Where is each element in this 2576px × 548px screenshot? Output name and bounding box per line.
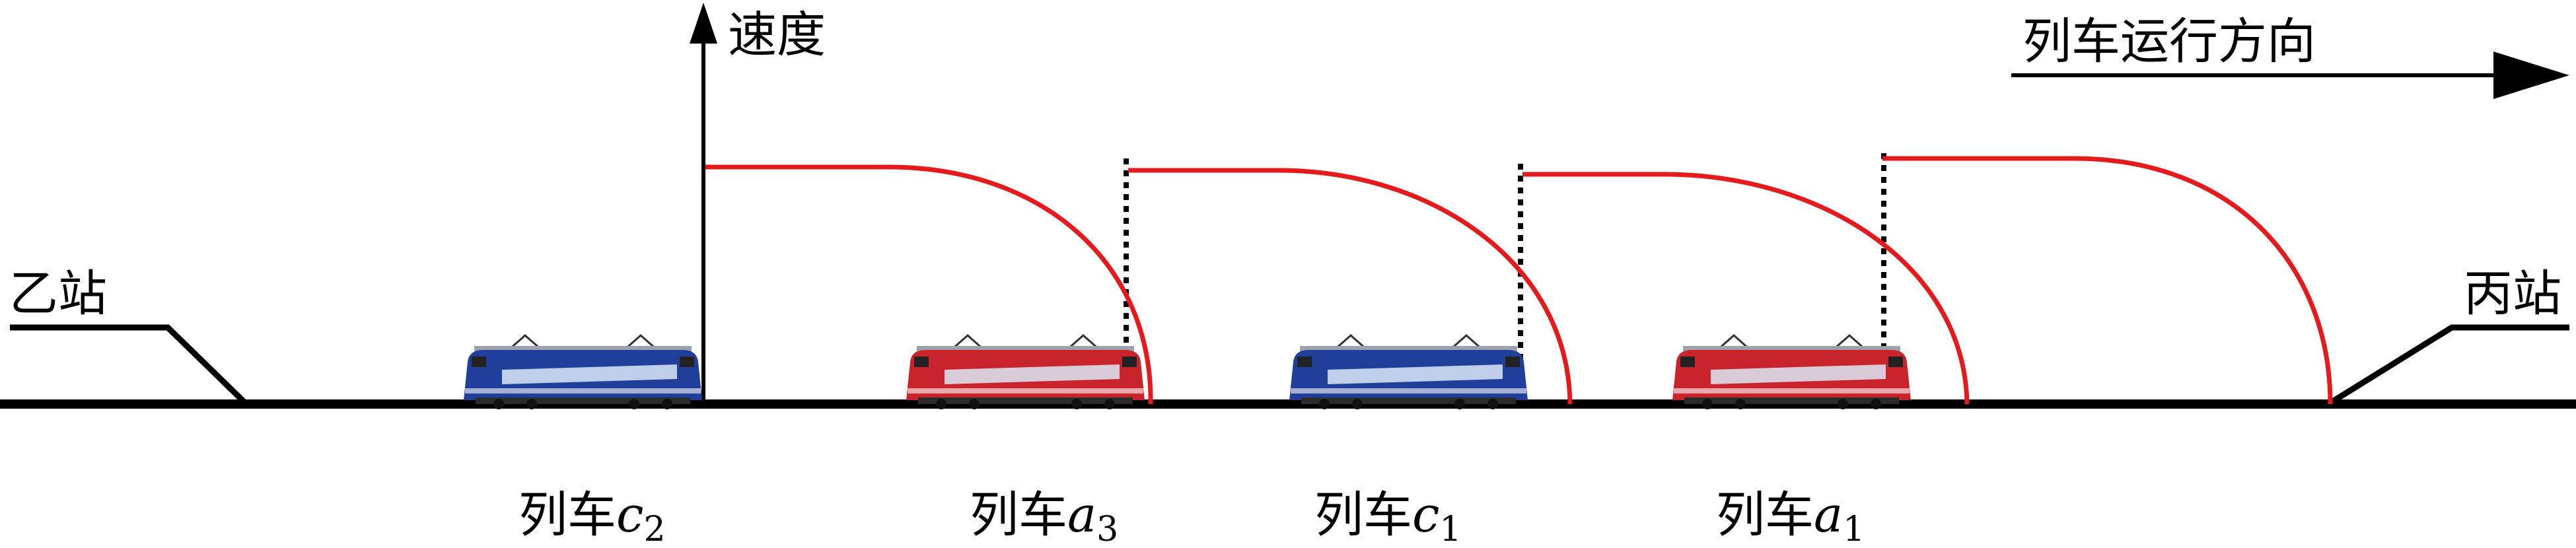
train-stripe <box>502 364 677 384</box>
train-bogie <box>476 397 690 404</box>
train-window <box>472 357 486 367</box>
direction-label: 列车运行方向 <box>2022 13 2316 70</box>
pantograph <box>1066 334 1100 351</box>
train-window <box>1888 357 1903 367</box>
train-red <box>906 334 1145 409</box>
train-bogie <box>1684 397 1899 404</box>
speed-axis-arrowhead <box>690 3 717 44</box>
train-window <box>1122 357 1137 367</box>
train-wheel <box>1352 399 1363 409</box>
train-blue <box>1289 334 1528 409</box>
train-wheel <box>526 399 537 409</box>
speed-curve-4 <box>1882 156 2333 405</box>
station-right-ramp <box>2326 324 2569 407</box>
train-bogie <box>918 397 1133 404</box>
train-label: 列车a1 <box>1716 487 1865 545</box>
pantograph <box>1832 334 1867 351</box>
speed-axis-label: 速度 <box>728 7 826 63</box>
pantograph <box>508 334 542 351</box>
train-wheel <box>1871 399 1881 409</box>
train-label: 列车c1 <box>1314 487 1462 545</box>
train-trim <box>465 388 701 394</box>
station-right-label: 丙站 <box>2464 265 2561 322</box>
train-roof <box>1683 346 1900 353</box>
station-left-label: 乙站 <box>9 265 107 322</box>
train-window <box>680 357 694 367</box>
train-trim <box>1291 388 1526 394</box>
train-window <box>1505 357 1520 367</box>
direction-arrowhead <box>2493 51 2569 99</box>
train-red <box>1672 334 1911 409</box>
train-roof <box>917 346 1134 353</box>
train-label: 列车a3 <box>970 487 1118 545</box>
pantograph <box>1717 334 1751 351</box>
train-roof <box>474 346 692 353</box>
train-roof <box>1300 346 1517 353</box>
train-trim <box>908 388 1143 394</box>
trains-layer <box>464 334 1911 409</box>
train-window <box>1297 357 1312 367</box>
train-wheel <box>936 399 947 409</box>
train-wheel <box>1104 399 1115 409</box>
train-wheel <box>1487 399 1498 409</box>
train-wheel <box>493 399 504 409</box>
train-wheel <box>1838 399 1848 409</box>
pantograph <box>624 334 658 351</box>
train-wheel <box>662 399 672 409</box>
speed-curve-2 <box>1128 168 1573 405</box>
train-window <box>914 357 929 367</box>
train-wheel <box>629 399 639 409</box>
train-wheel <box>1454 399 1465 409</box>
train-label: 列车c2 <box>519 487 666 545</box>
train-wheel <box>1071 399 1082 409</box>
train-wheel <box>1735 399 1746 409</box>
train-blue <box>464 334 702 409</box>
train-bogie <box>1301 397 1516 404</box>
train-trim <box>1674 388 1910 394</box>
train-wheel <box>1319 399 1330 409</box>
train-stripe <box>1328 364 1503 384</box>
station-left-ramp <box>10 324 249 407</box>
train-wheel <box>969 399 980 409</box>
pantograph <box>1334 334 1368 351</box>
train-stripe <box>945 364 1120 384</box>
pantograph <box>950 334 985 351</box>
train-stripe <box>1711 364 1886 384</box>
pantograph <box>1449 334 1484 351</box>
speed-curve-3 <box>1522 172 1970 405</box>
speed-curve-1 <box>705 164 1153 405</box>
train-window <box>1680 357 1695 367</box>
train-wheel <box>1702 399 1713 409</box>
